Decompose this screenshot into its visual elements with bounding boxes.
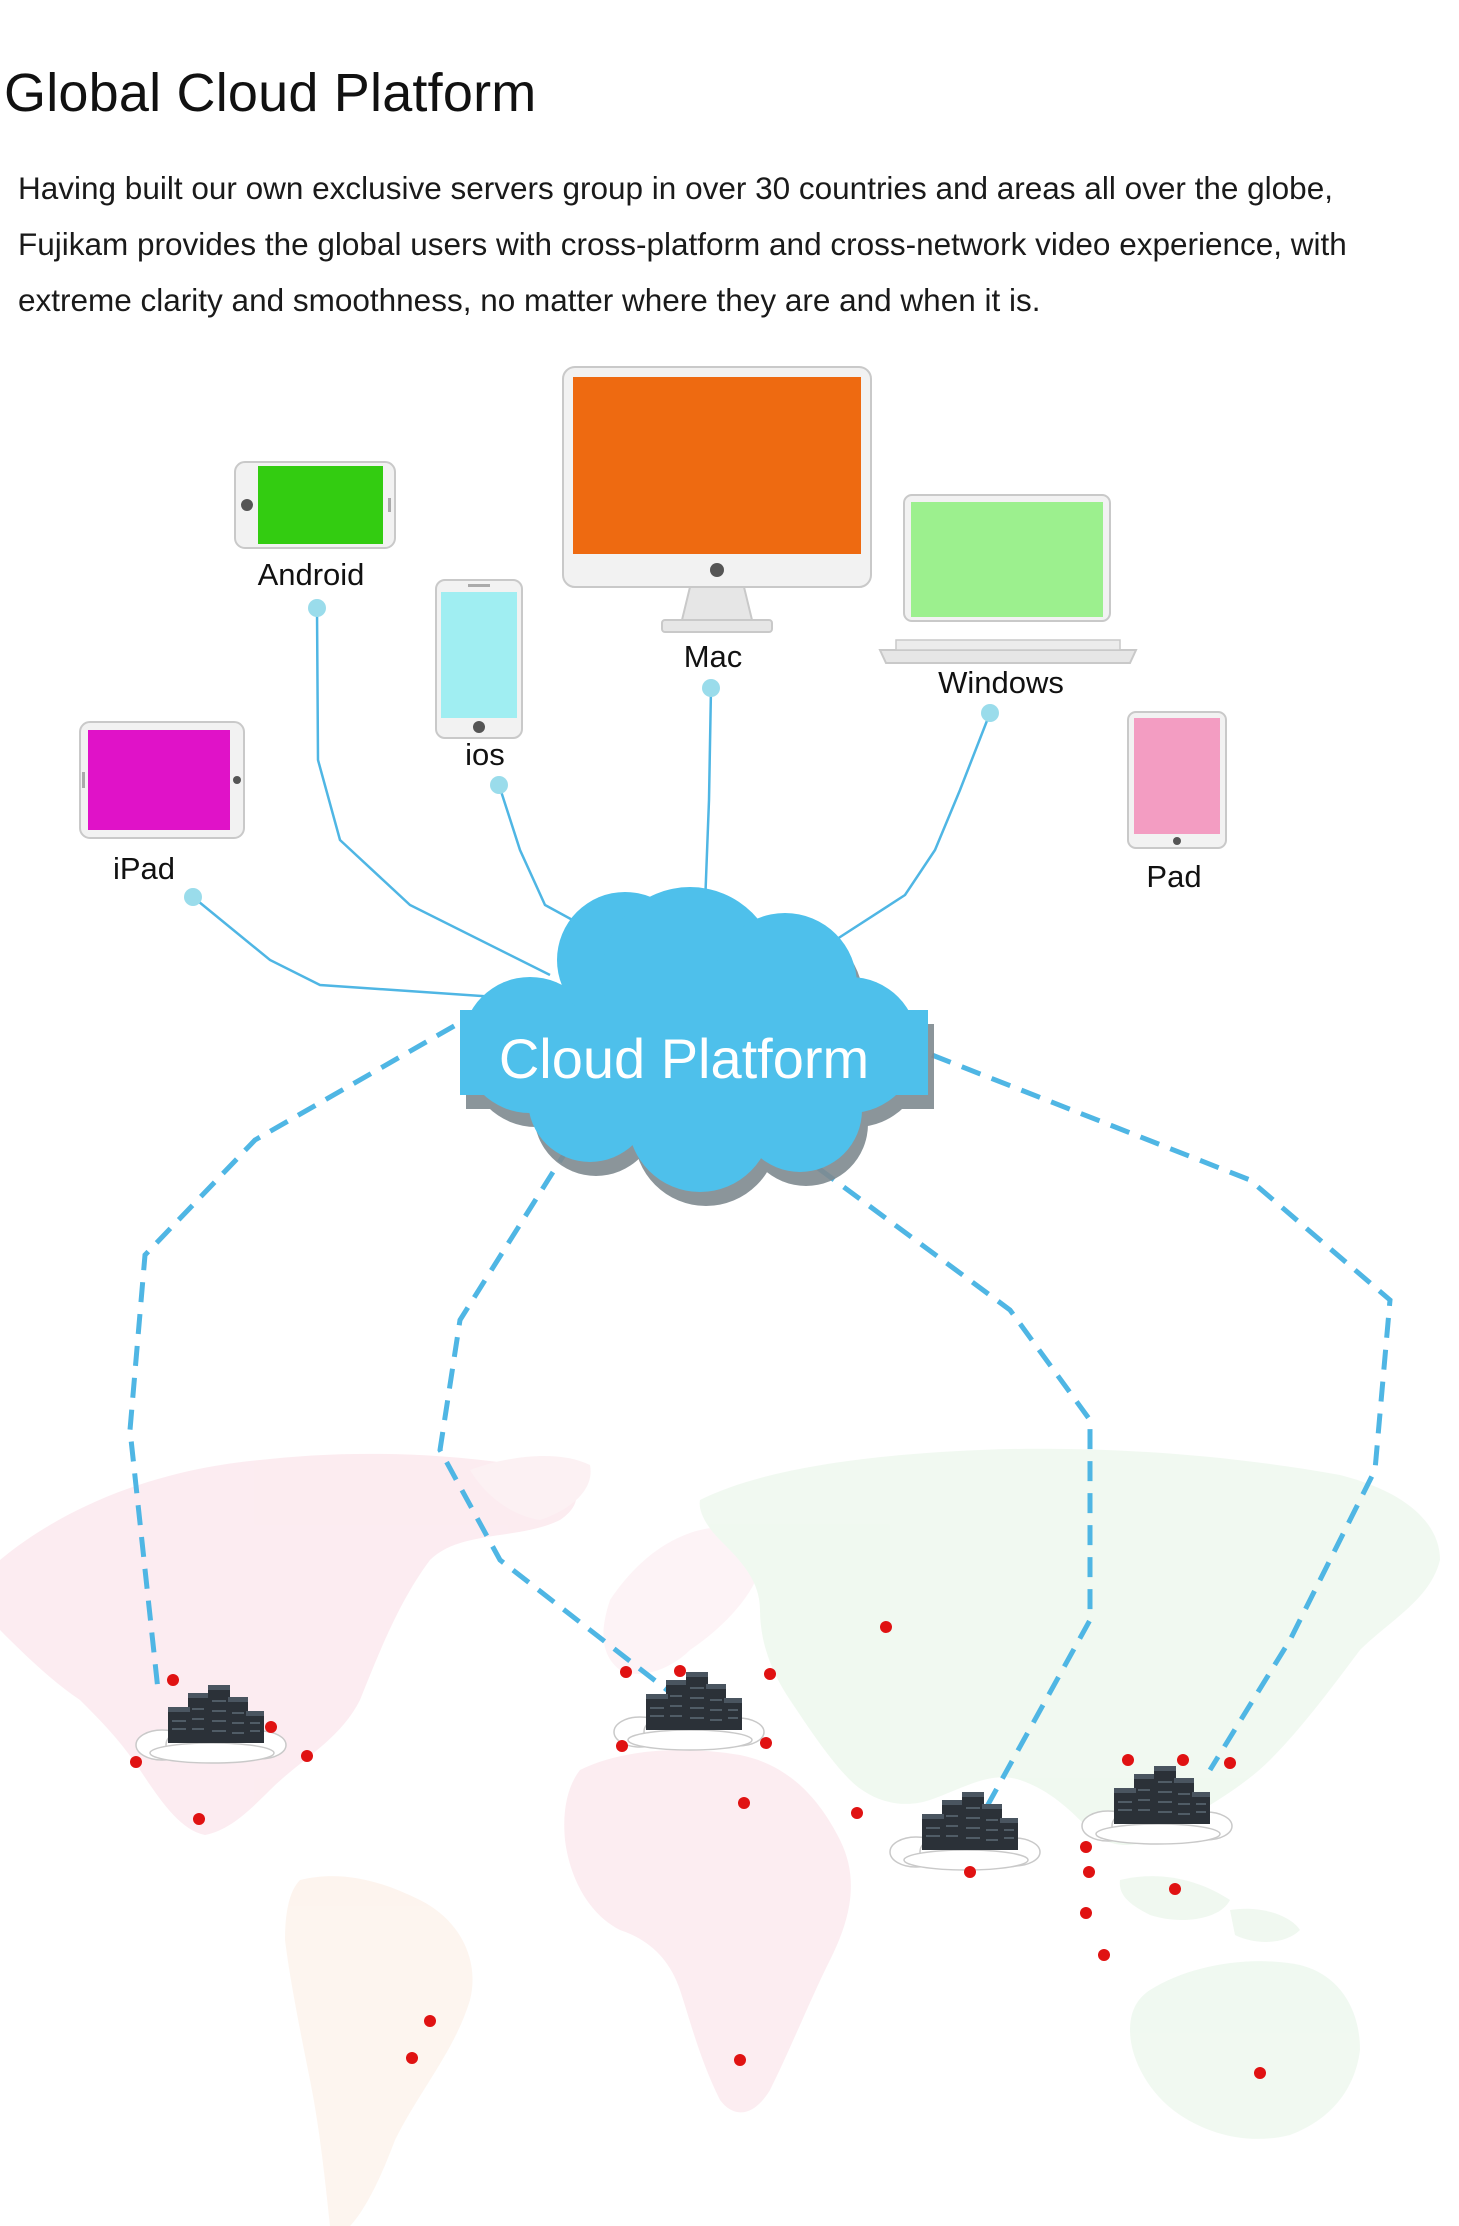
page-title: Global Cloud Platform [4,63,537,123]
device-mac: Mac [562,366,872,674]
pad-label: Pad [1146,859,1201,894]
server-cluster-icon [889,1791,1041,1871]
mac-screen [573,377,861,554]
city-dot [1224,1757,1236,1769]
link-server-europe [437,1143,682,1702]
ipad-screen [88,730,230,830]
city-dot [734,2054,746,2066]
city-dot [1080,1841,1092,1853]
server-cluster-icon [613,1671,765,1751]
ios-screen [441,592,517,718]
link-server-middle-east [816,1165,1093,1812]
link-server-asia [931,1052,1393,1772]
connector-dot-mac [702,679,720,697]
connector-dot-ipad [184,888,202,906]
continent-africa [564,1750,851,2113]
city-dot [880,1621,892,1633]
city-dot [851,1807,863,1819]
continent-australia [1130,1961,1360,2139]
continent-south-america [285,1876,473,2226]
city-dots [130,1621,1266,2079]
city-dot [1098,1949,1110,1961]
connector-dot-ios [490,776,508,794]
android-label: Android [258,557,365,592]
link-ipad [192,896,511,1000]
mac-label: Mac [684,639,743,674]
city-dot [1122,1754,1134,1766]
android-screen [258,466,383,544]
city-dot [674,1665,686,1677]
city-dot [738,1797,750,1809]
city-dot [964,1866,976,1878]
city-dot [764,1668,776,1680]
ios-label: ios [465,737,505,772]
city-dot [620,1666,632,1678]
city-dot [265,1721,277,1733]
link-server-americas [127,1007,484,1691]
city-dot [1254,2067,1266,2079]
city-dot [424,2015,436,2027]
city-dot [1177,1754,1189,1766]
ipad-label: iPad [113,851,175,886]
device-pad: Pad [1127,711,1227,894]
link-windows [819,712,992,952]
city-dot [1169,1883,1181,1895]
continent-greenland [470,1455,591,1520]
continent-asia [699,1448,1440,1845]
pad-screen [1134,718,1220,834]
link-android [315,607,551,977]
device-windows: Windows [878,494,1138,700]
city-dot [167,1674,179,1686]
server-links [127,1007,1393,1812]
city-dot [130,1756,142,1768]
continent-europe [603,1527,762,1674]
city-dot [301,1750,313,1762]
continent-north-america [0,1453,577,1835]
world-map [0,1448,1440,2226]
connector-dots [184,599,999,906]
city-dot [406,2052,418,2064]
city-dot [1083,1866,1095,1878]
windows-label: Windows [938,665,1064,700]
windows-screen [911,502,1103,617]
connector-dot-windows [981,704,999,722]
device-android: Android [234,461,396,592]
connector-dot-android [308,599,326,617]
city-dot [1080,1907,1092,1919]
intro-paragraph: Having built our own exclusive servers g… [18,170,1347,318]
cloud-icon [460,887,934,1206]
city-dot [616,1740,628,1752]
link-mac [703,687,713,906]
cloud-platform-label: Cloud Platform [499,1027,869,1090]
device-ios: ios [435,579,523,772]
device-ipad: iPad [79,721,245,886]
city-dot [760,1737,772,1749]
city-dot [193,1813,205,1825]
